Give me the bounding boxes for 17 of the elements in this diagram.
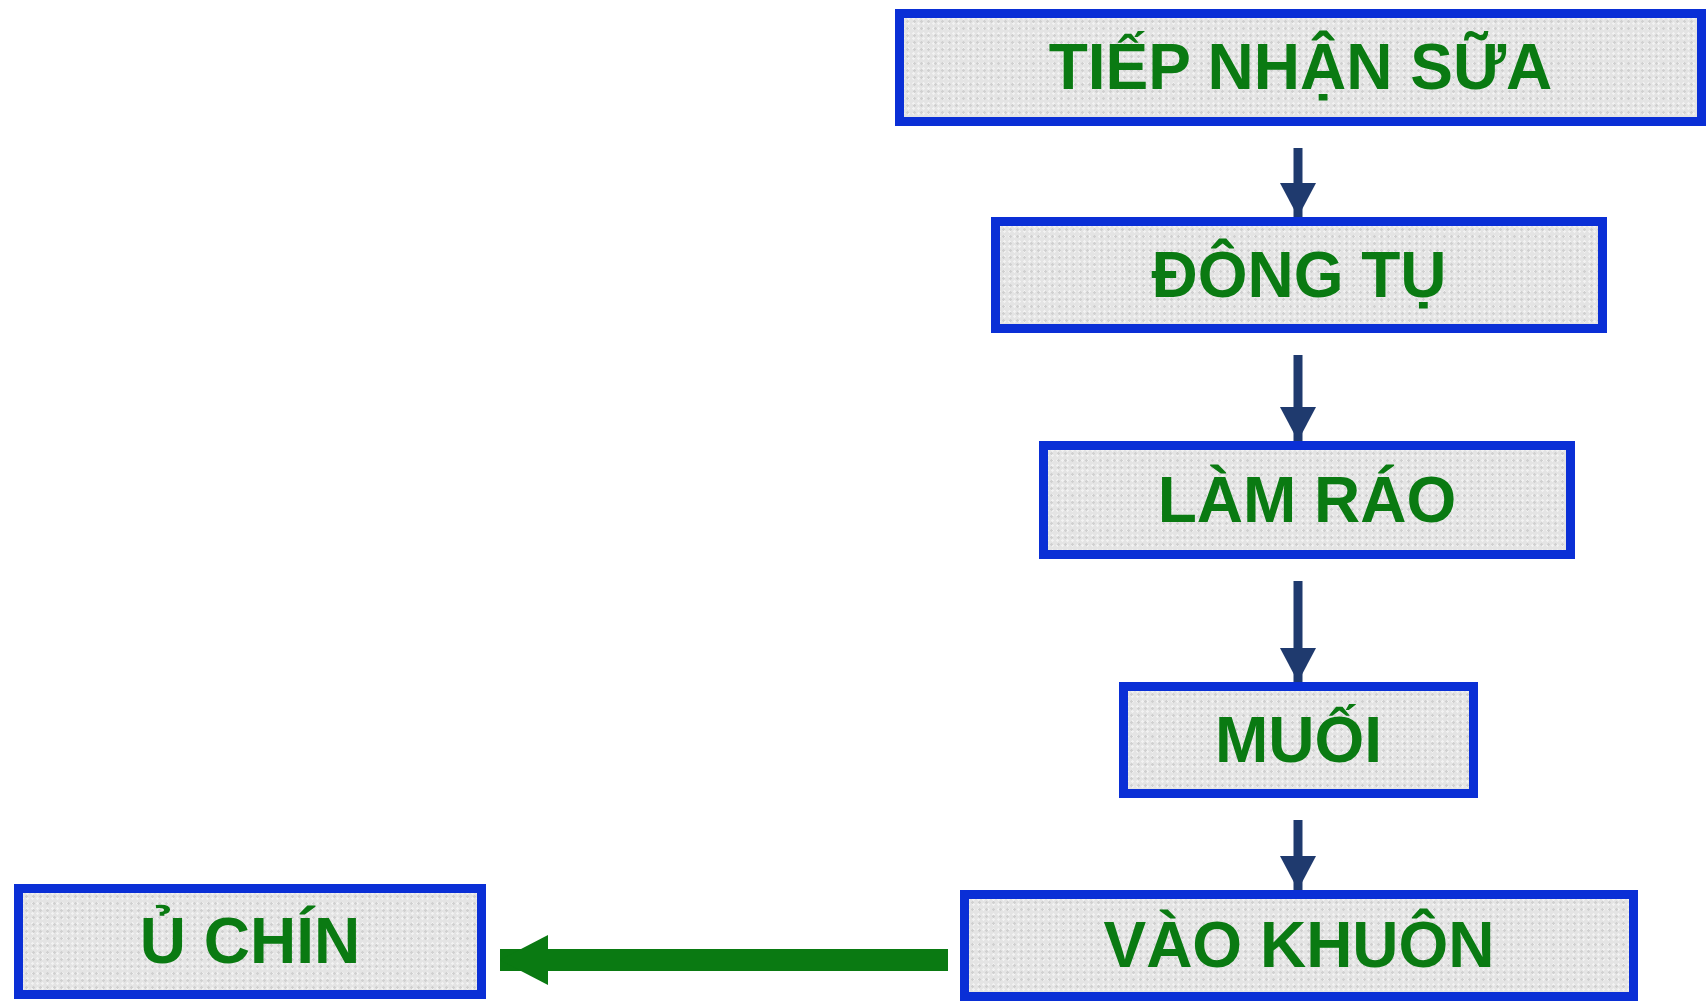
arrow (1280, 355, 1316, 441)
process-box (14, 884, 486, 999)
step-label: MUỐI (1214, 704, 1383, 776)
step-label: TIẾP NHẬN SỮA (1048, 32, 1553, 103)
arrow (1280, 581, 1316, 682)
process-box (1039, 441, 1575, 559)
arrow (1280, 148, 1316, 217)
step-label: ĐÔNG TỤ (1151, 239, 1447, 311)
process-box (895, 9, 1706, 126)
arrow (1280, 820, 1316, 890)
step-label: Ủ CHÍN (139, 906, 361, 977)
arrow (500, 935, 948, 985)
process-box (960, 890, 1638, 1001)
process-box (1119, 682, 1478, 798)
step-label: LÀM RÁO (1157, 464, 1457, 536)
step-label: VÀO KHUÔN (1103, 910, 1495, 981)
process-box (991, 217, 1607, 333)
